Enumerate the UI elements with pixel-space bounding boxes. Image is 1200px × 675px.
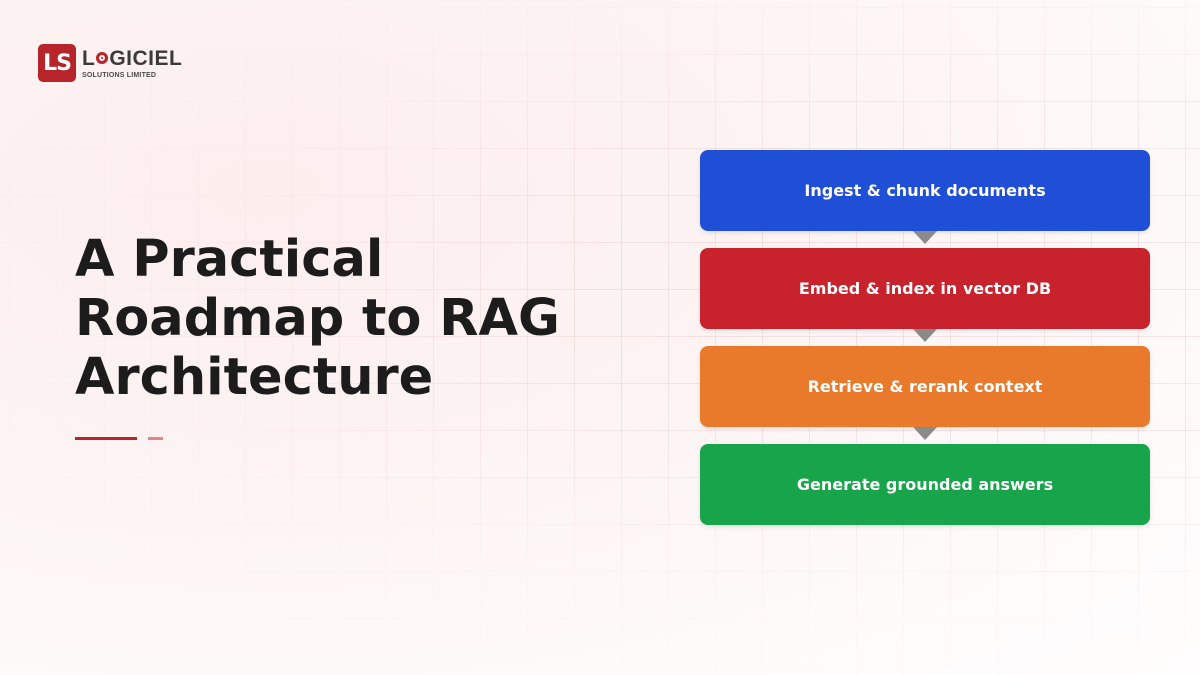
logo-subtitle: SOLUTIONS LIMITED xyxy=(82,71,157,79)
arrow-down-icon xyxy=(913,427,937,440)
flow-step-generate: Generate grounded answers xyxy=(700,444,1150,525)
logo-name-end: GICIEL xyxy=(109,46,183,70)
flow-arrow-2 xyxy=(700,329,1150,346)
flow-arrow-3 xyxy=(700,427,1150,444)
title-accent-dash xyxy=(148,437,163,440)
rag-flow-diagram: Ingest & chunk documents Embed & index i… xyxy=(700,150,1150,525)
logo-target-icon xyxy=(96,52,109,64)
logo-mark: LS xyxy=(38,44,76,82)
slide-title: A Practical Roadmap to RAG Architecture xyxy=(75,230,635,407)
flow-arrow-1 xyxy=(700,231,1150,248)
arrow-down-icon xyxy=(913,329,937,342)
arrow-down-icon xyxy=(913,231,937,244)
flow-step-retrieve: Retrieve & rerank context xyxy=(700,346,1150,427)
flow-step-ingest: Ingest & chunk documents xyxy=(700,150,1150,231)
logo-text: L GICIEL SOLUTIONS LIMITED xyxy=(82,48,182,79)
title-line-2: Roadmap to RAG xyxy=(75,289,560,348)
title-accent-line xyxy=(75,437,137,440)
logo-name: L GICIEL xyxy=(82,48,182,69)
flow-step-embed: Embed & index in vector DB xyxy=(700,248,1150,329)
logo-name-start: L xyxy=(82,46,96,70)
title-line-3: Architecture xyxy=(75,348,434,407)
title-line-1: A Practical xyxy=(75,230,384,289)
company-logo: LS L GICIEL SOLUTIONS LIMITED xyxy=(38,44,182,82)
